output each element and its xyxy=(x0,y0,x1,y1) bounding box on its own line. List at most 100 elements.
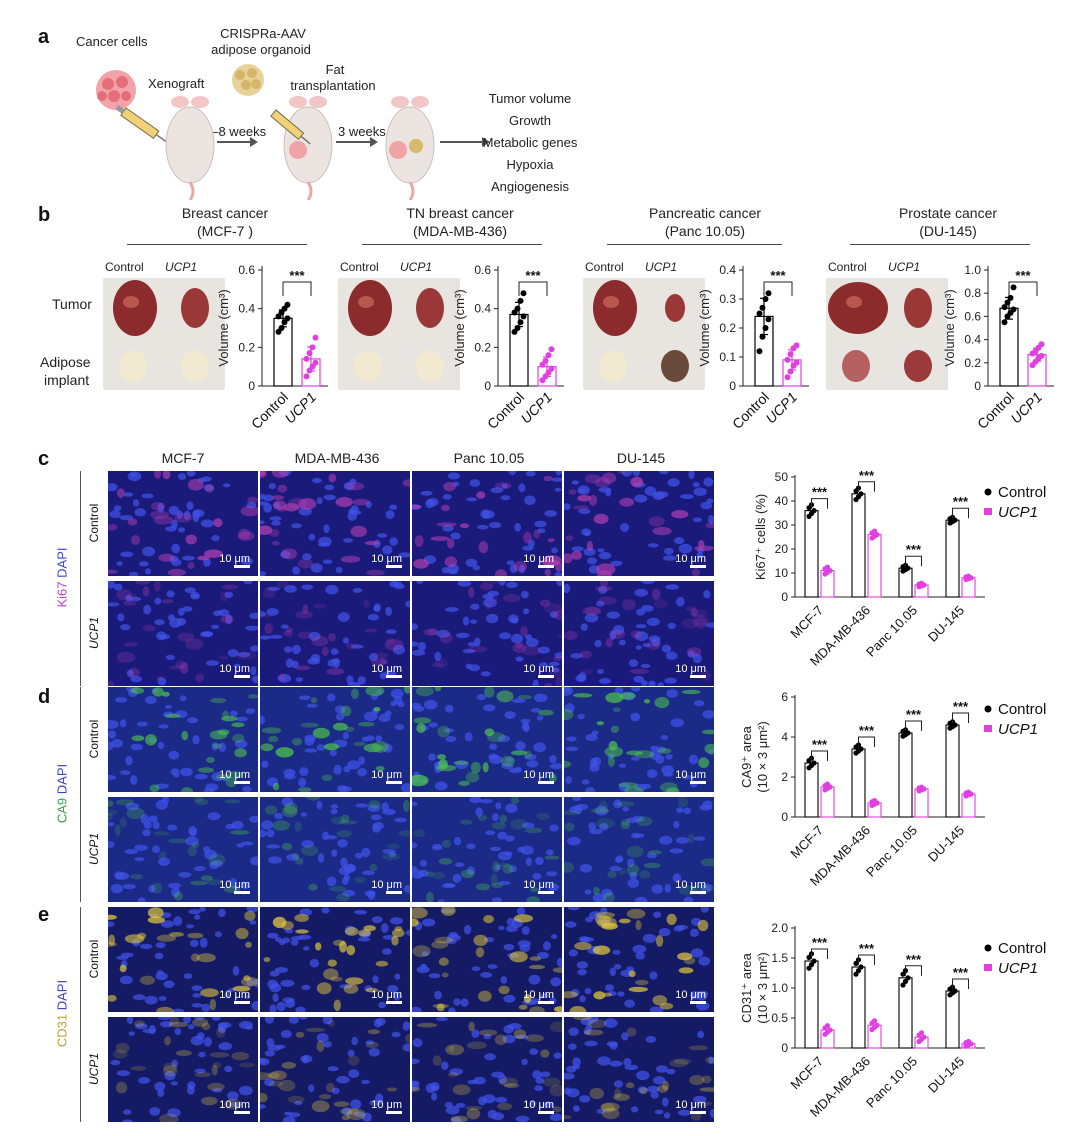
significance-stars: *** xyxy=(525,268,541,283)
group-subtitle: (MCF-7 ) xyxy=(197,223,253,239)
scale-bar-label: 10 μm xyxy=(523,553,554,565)
micrograph-tile: 10 μm xyxy=(412,1017,562,1122)
y-axis-label: Volume (cm³) xyxy=(942,289,957,366)
tumor-photo xyxy=(338,278,460,390)
legend-label: Control xyxy=(998,940,1046,957)
data-point xyxy=(1010,284,1017,291)
scale-bar-label: 10 μm xyxy=(675,769,706,781)
weeks-3-label: 3 weeks xyxy=(338,124,386,139)
significance-bracket xyxy=(518,281,548,296)
scale-bar xyxy=(234,891,250,894)
y-tick-label: 4 xyxy=(781,730,788,744)
x-tick-label: Control xyxy=(484,389,527,432)
significance-stars: *** xyxy=(906,952,922,967)
x-tick-label: UCP1 xyxy=(281,389,319,427)
scale-bar xyxy=(690,675,706,678)
micrograph-tile: 10 μm xyxy=(260,907,410,1012)
photo-label-control: Control xyxy=(340,260,379,274)
significance-stars: *** xyxy=(859,723,875,738)
data-point xyxy=(871,1018,878,1024)
y-tick-label: 0.2 xyxy=(964,356,981,370)
col-header-mcf7: MCF-7 xyxy=(161,450,205,466)
group-title: Prostate cancer xyxy=(898,205,998,221)
data-point xyxy=(811,760,817,766)
mouse-icon-2 xyxy=(283,96,333,200)
y-tick-label: 0.4 xyxy=(238,302,255,316)
scale-bar xyxy=(386,891,402,894)
significance-bracket xyxy=(858,954,875,965)
data-point xyxy=(918,1030,925,1036)
group-subtitle: (MDA-MB-436) xyxy=(412,223,508,239)
significance-bracket xyxy=(952,978,969,989)
y-tick-label: 0.3 xyxy=(719,292,736,306)
panel-c-letter: c xyxy=(38,448,50,470)
significance-stars: *** xyxy=(953,699,969,714)
data-point xyxy=(824,1023,831,1029)
scale-bar-label: 10 μm xyxy=(219,989,250,1001)
photo-label-ucp1: UCP1 xyxy=(400,260,433,274)
data-point xyxy=(871,528,878,534)
y-tick-label: 0 xyxy=(974,379,981,393)
y-tick-label: 0.1 xyxy=(719,350,736,364)
data-point xyxy=(520,290,527,297)
mouse-icon-1 xyxy=(165,96,215,200)
panel-d-letter: d xyxy=(38,686,51,708)
y-axis-label: Ki67⁺ cells (%) xyxy=(753,494,768,580)
organoid-icon xyxy=(232,64,264,96)
bar xyxy=(867,534,882,598)
y-tick-label: 0.2 xyxy=(719,321,736,335)
legend-label: UCP1 xyxy=(998,960,1038,977)
legend-label: Control xyxy=(998,701,1046,718)
organoid-label-1: CRISPRa-AAV xyxy=(220,26,306,41)
micrograph-tile: 10 μm xyxy=(564,907,714,1012)
data-point xyxy=(965,1038,972,1045)
data-point xyxy=(811,958,817,964)
scale-bar-label: 10 μm xyxy=(523,879,554,891)
organoid-label-2: adipose organoid xyxy=(211,42,311,57)
y-tick-label: 2 xyxy=(781,770,788,784)
x-tick-label: Panc 10.05 xyxy=(863,1054,920,1111)
panel-e-letter: e xyxy=(38,904,50,926)
data-point xyxy=(312,359,319,366)
data-point xyxy=(858,964,864,970)
significance-bracket xyxy=(858,736,875,747)
bar xyxy=(898,977,913,1049)
significance-stars: *** xyxy=(1015,268,1031,283)
micrograph-tile: 10 μm xyxy=(260,797,410,902)
significance-bracket xyxy=(811,498,828,509)
y-tick-label: 0.6 xyxy=(238,263,255,277)
micrograph-tile: 10 μm xyxy=(564,797,714,902)
data-point xyxy=(756,310,763,317)
micrograph-tile: 10 μm xyxy=(260,687,410,792)
group-divider xyxy=(850,244,1030,245)
panel-b-letter: b xyxy=(38,204,51,226)
data-point xyxy=(952,988,958,994)
data-point xyxy=(520,313,527,320)
scale-bar xyxy=(538,565,554,568)
data-point xyxy=(1038,352,1045,359)
micrograph-tile: 10 μm xyxy=(564,581,714,686)
scale-bar xyxy=(690,891,706,894)
data-point xyxy=(793,342,800,349)
scale-bar xyxy=(690,1001,706,1004)
scale-bar-label: 10 μm xyxy=(523,769,554,781)
data-point xyxy=(793,359,800,366)
bar xyxy=(945,990,960,1049)
legend-label: UCP1 xyxy=(998,721,1038,738)
data-point xyxy=(858,746,864,752)
y-tick-label: 0.4 xyxy=(474,302,491,316)
bar xyxy=(804,510,819,598)
scale-bar-label: 10 μm xyxy=(219,769,250,781)
significance-stars: *** xyxy=(906,542,922,557)
y-tick-label: 1.0 xyxy=(964,263,981,277)
row-label-tumor: Tumor xyxy=(52,296,92,312)
y-axis-label-units: (10 × 3 μm²) xyxy=(755,721,770,792)
y-tick-label: 30 xyxy=(775,518,789,532)
significance-stars: *** xyxy=(953,965,969,980)
bar xyxy=(851,966,866,1049)
x-tick-label: Panc 10.05 xyxy=(863,603,920,660)
data-point xyxy=(765,316,772,323)
y-tick-label: 0.2 xyxy=(474,340,491,354)
photo-label-control: Control xyxy=(828,260,867,274)
row-bracket xyxy=(80,907,81,1122)
